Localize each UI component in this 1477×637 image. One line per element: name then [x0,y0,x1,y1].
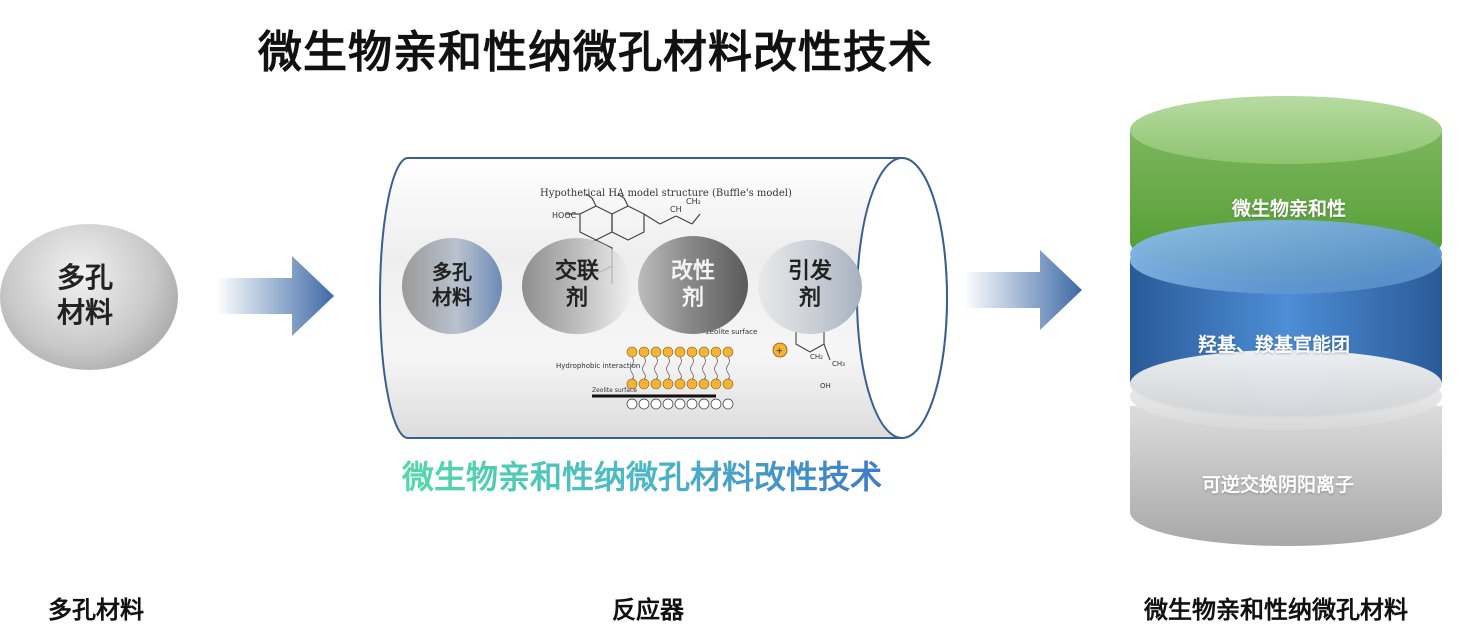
figure-caption: Hypothetical HA model structure (Buffle'… [540,188,792,199]
positive-charge-icon [722,346,734,358]
layer-label-functional-groups: 羟基、羧基官能团 [1198,334,1351,356]
negative-charge-icon [686,398,698,410]
initiator-circle [758,240,862,334]
positive-charge-icon [686,378,698,390]
zeolite-surface-label: Zeolite surface [592,387,637,394]
surfactant-tail [690,356,694,380]
positive-charge-icon [710,378,722,390]
positive-charge-icon [638,346,650,358]
surfactant-tail [726,356,730,380]
surfactant-tail [630,356,634,380]
positive-charge-icon [638,378,650,390]
surfactant-tail [666,356,670,380]
porous-material-label: 多孔 材料 [56,261,113,329]
surfactant-tail [678,356,682,380]
material-layer-stack [1130,96,1442,546]
reactor-porous-material-circle [402,238,502,334]
negative-charge-icon [722,398,734,410]
svg-text:CH: CH [670,205,682,214]
bottom-label-modified-material: 微生物亲和性纳微孔材料 [1144,596,1408,624]
negative-charge-icon [710,398,722,410]
modifier-label: 改性 剂 [670,258,715,312]
technology-subtitle: 微生物亲和性纳微孔材料改性技术 [402,452,882,498]
svg-text:OH: OH [820,382,831,390]
positive-charge-icon [722,378,734,390]
svg-text:CH₂: CH₂ [810,353,823,361]
negative-charge-icon [638,398,650,410]
crosslinker-circle [522,238,632,334]
positive-charge-icon [686,346,698,358]
hydrophobic-label: Hydrophobic interaction [556,362,640,370]
positive-charge-icon [698,346,710,358]
positive-charge-icon [626,346,638,358]
svg-text:HOOC: HOOC [552,211,577,220]
svg-text:CH₃: CH₃ [832,360,845,368]
negative-charge-icon [650,398,662,410]
positive-charge-icon [674,346,686,358]
positive-charge-icon [662,346,674,358]
crosslinker-label: 交联 剂 [554,258,599,312]
positive-charge-icon [650,378,662,390]
porous-material-circle [0,224,178,370]
positive-charge-icon [710,346,722,358]
negative-charge-icon [698,398,710,410]
svg-text:CH₂: CH₂ [686,197,701,206]
surfactant-tail [702,356,706,380]
positive-charge-icon [662,378,674,390]
positive-charge-icon [650,346,662,358]
surfactant-tail [654,356,658,380]
zeolite-surface-label-top: zeolite surface [706,328,757,336]
bottom-label-porous-material: 多孔材料 [48,596,144,624]
arrow-right-icon [964,250,1082,330]
negative-charge-icon [626,398,638,410]
modifier-circle [638,236,748,334]
arrow-right-icon [216,256,334,336]
page-title: 微生物亲和性纳微孔材料改性技术 [258,27,933,78]
bottom-label-reactor: 反应器 [612,596,684,624]
initiator-label: 引发 剂 [787,258,832,312]
surfactant-layer [626,346,734,390]
surfactant-tail [714,356,718,380]
reactor-porous-material-label: 多孔 材料 [432,260,472,309]
positive-charge-icon [698,378,710,390]
negative-charge-icon [662,398,674,410]
svg-text:+: + [776,347,784,357]
negative-charge-icon [674,398,686,410]
layer-label-ion-exchange: 可逆交换阴阳离子 [1202,474,1355,496]
positive-charge-icon [674,378,686,390]
surfactant-tail [642,356,646,380]
layer-label-microbial-affinity: 微生物亲和性 [1232,198,1347,220]
